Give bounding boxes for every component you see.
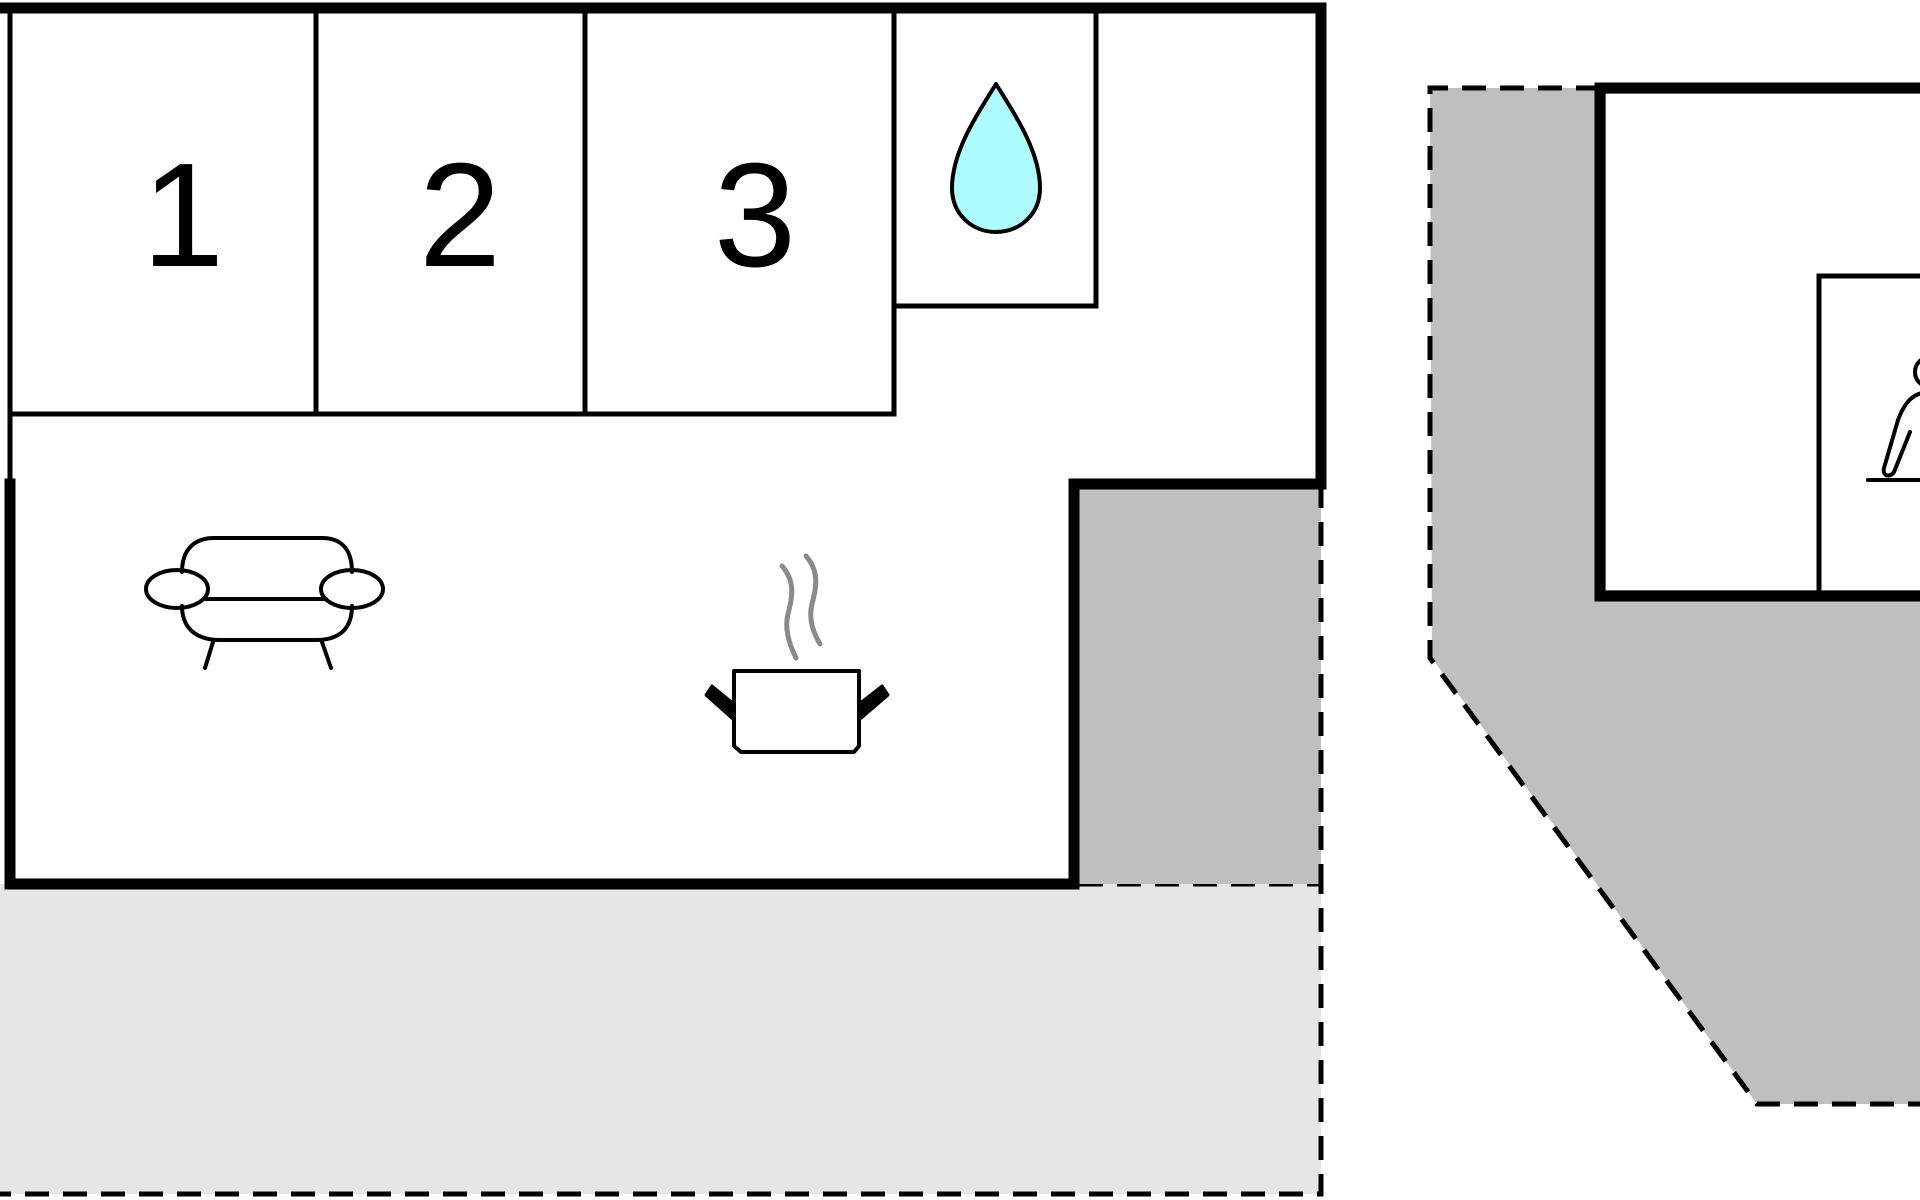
open-terrace-area [0,884,1321,1194]
sofa-seat [180,604,354,642]
sofa-arm-left [144,568,210,610]
pot-body [732,669,861,754]
open-terrace [0,881,1324,1197]
pot-handle-left [704,684,736,722]
annex-interior [1606,94,1920,590]
sofa-arm-right [319,568,385,610]
sofa-back [180,536,354,574]
water-drop-icon [950,82,1042,234]
bedroom-row: 1 2 3 [7,11,897,417]
sofa-leg-left [203,640,215,670]
sauna-room-wall [1816,273,1920,593]
sofa-icon [144,536,385,670]
covered-terrace-main-area [1074,484,1321,884]
room-label-3: 3 [714,133,796,298]
bathroom [891,11,1099,309]
covered-terrace-main [1074,484,1324,884]
main-building [0,2,1327,890]
bedroom-divider-wall [7,11,897,417]
steam-right [803,553,823,647]
pot-handle-right [857,684,890,722]
annex-outer-wall-redraw [1594,82,1920,602]
covered-terrace-annex-border [1427,85,1920,1107]
annex-building [1594,82,1920,602]
sauna-person-head [1913,358,1920,386]
sofa-leg-right [320,640,333,670]
bathroom-wall [891,11,1099,309]
steam-left [779,563,799,661]
cooking-pot-icon [704,553,890,754]
sauna-person-body [1881,391,1920,478]
room-label-1: 1 [142,133,224,298]
main-outer-wall [0,2,1327,890]
room-label-2: 2 [419,133,501,298]
